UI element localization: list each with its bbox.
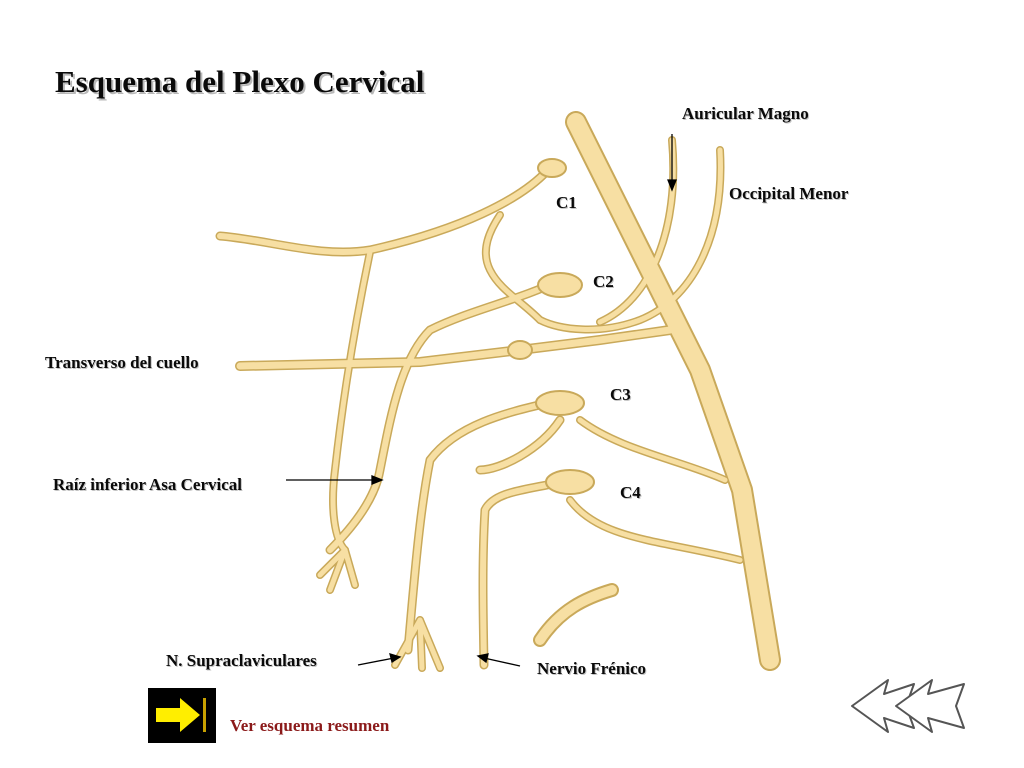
right-arrow-icon bbox=[148, 688, 216, 743]
label-c3: C3 bbox=[610, 385, 631, 404]
annotation-arrows bbox=[286, 134, 677, 667]
page-title: Esquema del Plexo Cervical bbox=[55, 64, 425, 99]
label-c1: C1 bbox=[556, 193, 577, 212]
nerve-drawing bbox=[215, 111, 781, 672]
label-auricular-magno: Auricular Magno bbox=[682, 104, 809, 123]
summary-link[interactable]: Ver esquema resumen bbox=[230, 716, 390, 735]
label-supraclaviculares: N. Supraclaviculares bbox=[166, 651, 317, 670]
label-transverso-del-cuello: Transverso del cuello bbox=[45, 353, 199, 372]
label-nervio-frenico: Nervio Frénico bbox=[537, 659, 647, 678]
label-occipital-menor: Occipital Menor bbox=[729, 184, 849, 203]
summary-nav-button[interactable] bbox=[148, 688, 216, 743]
back-button[interactable] bbox=[848, 672, 972, 740]
label-c2: C2 bbox=[593, 272, 614, 291]
label-c4: C4 bbox=[620, 483, 641, 502]
label-raiz-inferior-asa-cervical: Raíz inferior Asa Cervical bbox=[53, 475, 243, 494]
double-left-arrow-icon bbox=[851, 679, 965, 733]
